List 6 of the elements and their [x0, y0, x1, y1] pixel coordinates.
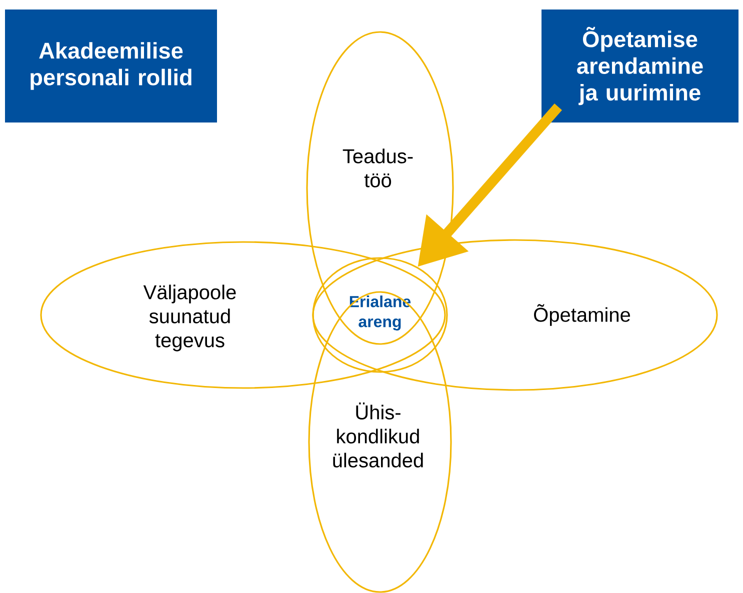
ellipse-label: Õpetamine: [534, 304, 630, 326]
ellipse-label: Väljapoole suunatud tegevus: [143, 284, 236, 352]
title-box: Akadeemilise personali rollid: [5, 10, 217, 122]
title-box: Õpetamise arendamine ja uurimine: [542, 10, 738, 122]
ellipse-label: Ühis- kondlikud ülesanded: [333, 402, 423, 468]
ellipse-label: Teadus- töö: [342, 148, 413, 188]
